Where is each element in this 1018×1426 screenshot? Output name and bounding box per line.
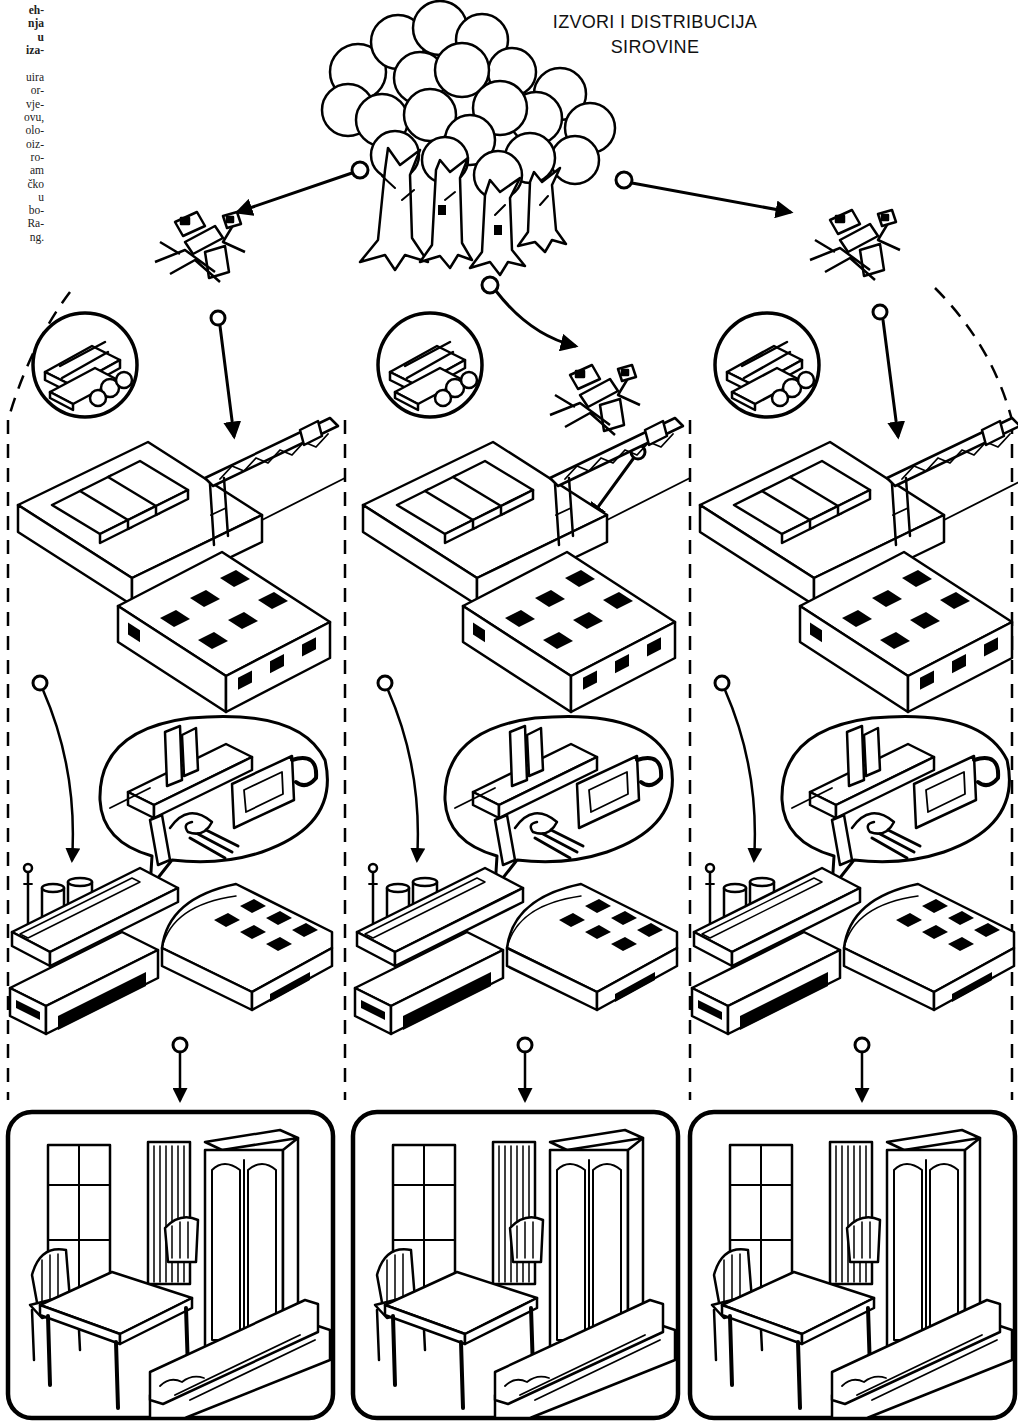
text-fragment: ro- — [0, 151, 44, 164]
text-fragment: olo- — [0, 124, 44, 137]
text-fragment: ng. — [0, 231, 44, 244]
text-fragment: iza- — [0, 44, 44, 57]
text-fragment: eh- — [0, 4, 44, 17]
text-fragment: am — [0, 164, 44, 177]
text-fragment: nja — [0, 17, 44, 30]
diagram-title: IZVORI I DISTRIBUCIJA SIROVINE — [530, 10, 780, 60]
title-block: IZVORI I DISTRIBUCIJA SIROVINE — [530, 10, 780, 60]
text-fragment: ovu, — [0, 111, 44, 124]
text-fragment: Ra- — [0, 217, 44, 230]
text-fragment: u — [0, 191, 44, 204]
text-fragment: uira — [0, 71, 44, 84]
text-fragment: vje- — [0, 98, 44, 111]
text-fragment: oiz- — [0, 138, 44, 151]
column-fragment: eh-njauiza-uiraor-vje-ovu,olo-oiz-ro-amč… — [0, 0, 44, 244]
text-fragment: or- — [0, 84, 44, 97]
text-fragment: čko — [0, 178, 44, 191]
text-fragment: u — [0, 31, 44, 44]
text-fragment: bo- — [0, 204, 44, 217]
